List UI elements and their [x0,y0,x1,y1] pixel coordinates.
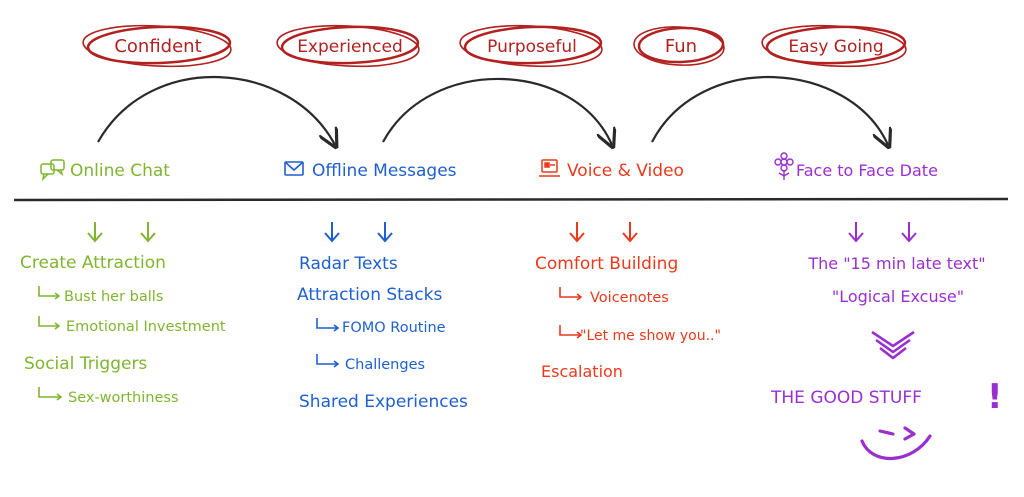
trait-experienced: Experienced [276,24,420,68]
sub-arrow [38,387,60,398]
item-radar-texts: Radar Texts [299,254,398,274]
stage-label: Offline Messages [312,161,457,181]
trait-easy-going: Easy Going [761,24,907,68]
item-late-text: The "15 min late text" [807,254,985,273]
column-face-to-face: The "15 min late text" "Logical Excuse" … [770,222,1003,461]
trait-confident: Confident [82,24,232,68]
trait-label: Confident [114,36,201,57]
item-create-attraction: Create Attraction [20,253,166,273]
sub-arrow [38,316,58,327]
flower-icon [774,152,794,180]
sub-arrow [316,354,337,365]
column-voice-video: Comfort Building Voicenotes "Let me show… [535,222,721,381]
trait-label: Fun [665,36,697,57]
item-emotional-investment: Emotional Investment [66,319,226,335]
curved-arrow-3 [651,75,888,145]
down-arrows [324,222,393,243]
double-chevron-down-icon [871,330,915,360]
item-bust-her-balls: Bust her balls [64,289,163,305]
sub-arrow [316,318,337,329]
item-fomo-routine: FOMO Routine [342,320,446,336]
column-online-chat: Create Attraction Bust her balls Emotion… [20,222,226,406]
item-let-me-show-you: "Let me show you.." [580,328,721,344]
item-shared-experiences: Shared Experiences [299,392,468,412]
trait-label: Purposeful [487,37,577,57]
stage-voice-video: Voice & Video [539,159,684,181]
stage-label: Voice & Video [567,161,684,181]
sub-arrow [559,287,580,298]
item-challenges: Challenges [345,357,425,373]
stage-online-chat: Online Chat [40,159,170,182]
item-attraction-stacks: Attraction Stacks [297,285,442,305]
item-social-triggers: Social Triggers [24,354,147,374]
item-escalation: Escalation [541,362,623,381]
item-comfort-building: Comfort Building [535,254,678,274]
curved-arrow-1 [97,75,335,145]
sub-arrow [559,325,580,336]
item-sex-worthiness: Sex-worthiness [68,390,179,406]
sub-arrow [38,286,58,297]
stage-offline-messages: Offline Messages [284,161,457,181]
winking-smile-icon [860,426,932,461]
envelope-icon [284,161,304,176]
column-offline-messages: Radar Texts Attraction Stacks FOMO Routi… [297,222,468,412]
item-logical-excuse: "Logical Excuse" [832,287,964,306]
divider-line [13,197,1009,202]
curved-arrow-2 [382,77,612,145]
stage-label: Face to Face Date [796,161,938,180]
down-arrows [569,222,638,243]
item-voicenotes: Voicenotes [590,290,669,306]
down-arrows [87,222,156,243]
trait-label: Easy Going [788,37,883,57]
trait-purposeful: Purposeful [459,24,603,68]
trait-fun: Fun [633,26,725,66]
item-good-stuff: THE GOOD STUFF [770,388,922,408]
exclamation-mark: ! [987,377,1003,417]
trait-label: Experienced [297,37,403,57]
stage-label: Online Chat [70,161,170,181]
video-call-icon [539,159,560,177]
stage-face-to-face: Face to Face Date [774,152,938,180]
down-arrows [848,222,917,243]
chat-bubbles-icon [40,159,65,182]
